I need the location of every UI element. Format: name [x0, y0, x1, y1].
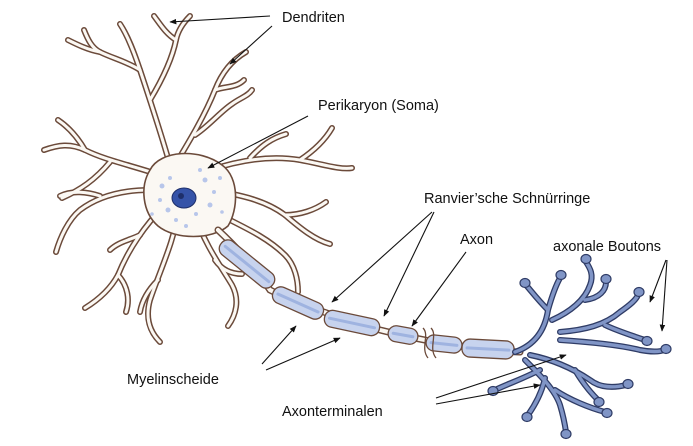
- axonal-boutons: [488, 255, 671, 439]
- arrow-axon: [412, 252, 466, 326]
- label-ranvier: Ranvier’sche Schnürringe: [424, 191, 590, 207]
- arrow-axonterminalen-2: [436, 385, 540, 404]
- arrow-boutons-2: [662, 260, 667, 331]
- label-dendriten: Dendriten: [282, 10, 345, 26]
- label-myelinscheide: Myelinscheide: [127, 372, 219, 388]
- arrow-ranvier-2: [384, 212, 434, 316]
- arrow-myelin-2: [266, 338, 340, 370]
- myelin-sheath: [216, 237, 514, 360]
- nucleus: [172, 188, 196, 208]
- leader-arrows: [170, 16, 667, 404]
- label-axonterminalen: Axonterminalen: [282, 404, 383, 420]
- label-boutons: axonale Boutons: [553, 239, 661, 255]
- label-perikaryon: Perikaryon (Soma): [318, 98, 439, 114]
- arrow-dendriten-2: [230, 26, 272, 64]
- arrow-ranvier-1: [332, 212, 432, 302]
- label-axon: Axon: [460, 232, 493, 248]
- arrow-myelin-1: [262, 326, 296, 364]
- arrow-boutons-1: [650, 260, 666, 302]
